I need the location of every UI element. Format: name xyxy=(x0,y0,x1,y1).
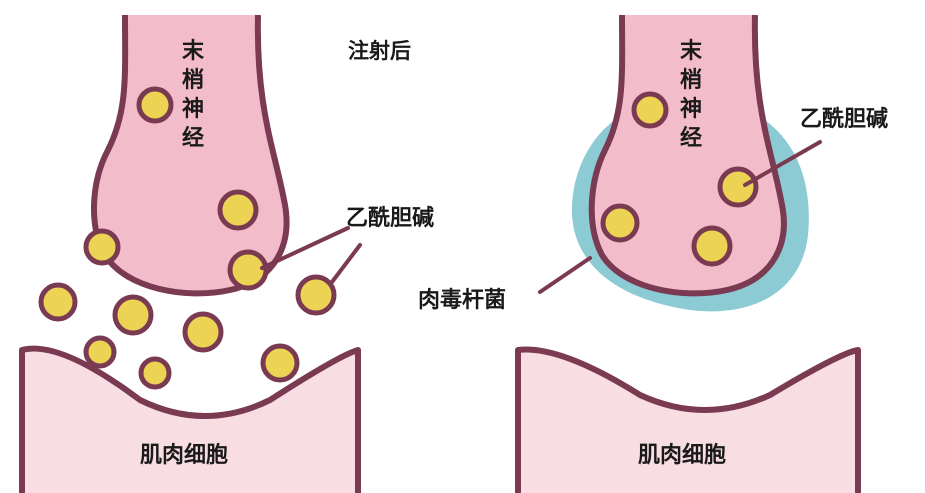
right-muscle-cell xyxy=(515,346,861,493)
ach-pointer-line xyxy=(260,226,350,270)
right-panel: 末 梢 神 经 乙酰胆碱 肉毒杆菌 肌肉细胞 xyxy=(418,14,888,493)
vesicle xyxy=(182,311,224,353)
ach-label: 乙酰胆碱 xyxy=(346,205,434,231)
nerve-label-char: 经 xyxy=(182,125,204,151)
ach-pointer-line xyxy=(330,243,362,284)
nerve-label-char: 梢 xyxy=(182,68,204,93)
muscle-cell-label: 肌肉细胞 xyxy=(140,442,228,468)
nerve-label-char: 神 xyxy=(182,96,204,122)
botulinum-toxin-label: 肉毒杆菌 xyxy=(418,287,506,313)
nerve-label-char: 末 xyxy=(680,39,703,64)
vesicle xyxy=(83,228,121,266)
left-muscle-cell xyxy=(19,345,361,493)
nerve-label-char: 神 xyxy=(680,96,702,122)
vesicle xyxy=(138,356,172,390)
vesicle xyxy=(38,282,78,322)
ach-label: 乙酰胆碱 xyxy=(800,106,888,132)
caption-after-injection: 注射后 xyxy=(348,39,411,63)
vesicle xyxy=(260,343,300,383)
toxin-pointer-line xyxy=(538,256,592,294)
vesicle xyxy=(717,166,759,208)
right-nerve-terminal xyxy=(588,14,787,297)
left-panel: 注射后 末 梢 神 经 乙酰胆碱 肌肉细胞 xyxy=(19,14,434,493)
nerve-label-char: 末 xyxy=(182,39,205,64)
vesicle xyxy=(691,225,733,267)
vesicle xyxy=(600,203,640,243)
muscle-cell-label: 肌肉细胞 xyxy=(638,442,726,468)
vesicle xyxy=(112,294,154,336)
vesicle xyxy=(217,189,259,231)
vesicle xyxy=(227,249,269,291)
ach-pointer-line xyxy=(743,140,822,187)
vesicle xyxy=(83,335,117,369)
vesicle xyxy=(631,91,669,129)
nerve-label-char: 经 xyxy=(680,125,702,151)
vesicle xyxy=(295,274,337,316)
vesicle xyxy=(136,86,174,124)
nerve-label-char: 梢 xyxy=(680,68,702,93)
